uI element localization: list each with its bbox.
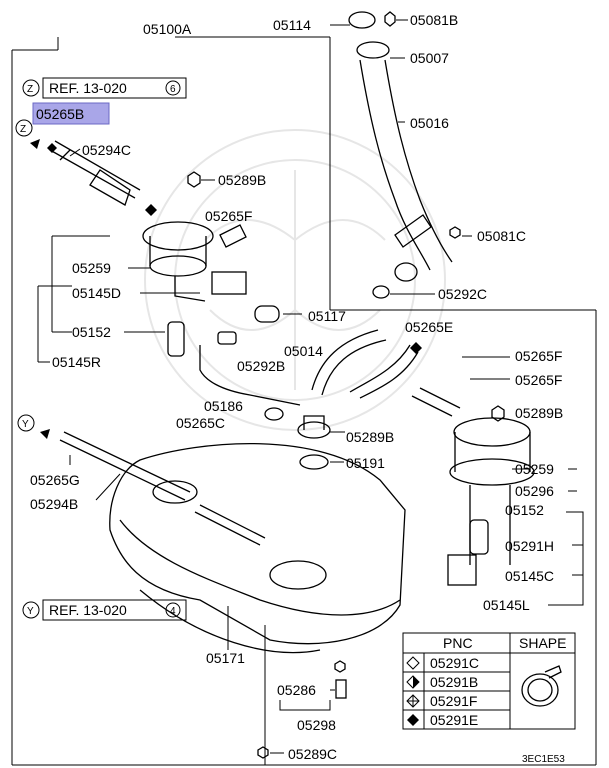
label-05081B: 05081B — [410, 12, 458, 28]
hoses-center — [199, 329, 419, 406]
label-05007: 05007 — [410, 50, 449, 66]
label-05014: 05014 — [284, 343, 323, 359]
label-05171: 05171 — [206, 650, 245, 666]
label-05265B[interactable]: 05265B — [36, 106, 84, 122]
hose-05294B — [59, 431, 191, 501]
label-05289B-top: 05289B — [218, 172, 266, 188]
label-05294B: 05294B — [30, 496, 78, 512]
label-05114: 05114 — [273, 17, 311, 33]
legend-header-shape: SHAPE — [519, 635, 566, 651]
label-05265F-r2: 05265F — [515, 372, 562, 388]
ref-box-top: Z REF. 13-020 6 — [22, 77, 187, 99]
label-05265F-r1: 05265F — [515, 348, 562, 364]
label-05145C: 05145C — [505, 568, 554, 584]
label-05294C: 05294C — [82, 142, 131, 158]
fuel-tank — [109, 442, 406, 654]
legend-row-pnc: 05291F — [430, 693, 477, 709]
figure-code: 3EC1E53 — [522, 754, 565, 765]
nut-icon — [187, 171, 201, 188]
label-05081C: 05081C — [477, 228, 526, 244]
label-05117: 05117 — [308, 308, 346, 324]
label-05265F-top: 05265F — [205, 208, 252, 224]
arrow-z-icon — [30, 139, 40, 149]
label-05265E: 05265E — [405, 319, 453, 335]
label-05289B-right: 05289B — [515, 405, 563, 421]
label-05298: 05298 — [297, 717, 336, 733]
label-05259-left: 05259 — [72, 260, 111, 276]
legend-header-pnc: PNC — [443, 635, 473, 651]
diamond-half-icon — [406, 675, 420, 689]
arrow-y-letter: Y — [22, 419, 29, 430]
legend-row-pnc: 05291B — [430, 674, 478, 690]
assembly-frame — [11, 36, 597, 766]
ref-bottom-text: REF. 13-020 — [49, 602, 127, 618]
watermark-emblem — [144, 129, 446, 431]
legend-table: PNC SHAPE 05291C 05291B 05291F 05291E — [402, 632, 576, 730]
ref-top-letter: Z — [27, 84, 33, 95]
label-05289C: 05289C — [288, 746, 337, 762]
label-05286: 05286 — [277, 682, 316, 698]
diamond-outline-icon — [406, 656, 420, 670]
label-05291H: 05291H — [505, 538, 554, 554]
valve-05117 — [254, 305, 280, 323]
hose-05294C — [47, 140, 157, 216]
label-05296: 05296 — [515, 483, 554, 499]
diamond-filled-icon — [407, 714, 419, 726]
label-05145D: 05145D — [72, 285, 121, 301]
label-05292B: 05292B — [237, 358, 285, 374]
label-05152-left: 05152 — [72, 324, 111, 340]
legend-row-pnc: 05291C — [430, 655, 479, 671]
highlight-box[interactable] — [32, 102, 110, 125]
gauge-unit-right — [411, 387, 535, 586]
ref-bottom-page: 4 — [170, 606, 176, 617]
label-05259-right: 05259 — [515, 461, 554, 477]
clamp-shape-icon — [521, 665, 562, 707]
label-05145R: 05145R — [52, 354, 101, 370]
label-05289B-mid: 05289B — [346, 429, 394, 445]
label-05265G: 05265G — [30, 472, 80, 488]
label-05100A: 05100A — [143, 21, 192, 37]
ref-bottom-letter: Y — [27, 606, 34, 617]
ref-top-page: 6 — [170, 84, 176, 95]
arrow-z-letter: Z — [20, 124, 26, 135]
diamond-cross-icon — [406, 694, 420, 708]
label-05145L: 05145L — [483, 597, 530, 613]
ref-top-text: REF. 13-020 — [49, 80, 127, 96]
arrow-y-icon — [40, 429, 50, 439]
label-05152-right: 05152 — [505, 502, 544, 518]
label-05016: 05016 — [410, 115, 449, 131]
legend-row-pnc: 05291E — [430, 712, 478, 728]
filter-left — [167, 321, 185, 357]
label-05265C: 05265C — [176, 415, 225, 431]
label-05191: 05191 — [346, 455, 385, 471]
label-05186: 05186 — [204, 398, 243, 414]
ref-box-bottom: Y REF. 13-020 4 — [22, 599, 187, 621]
gauge-unit-left — [142, 221, 247, 302]
label-05292C: 05292C — [438, 286, 487, 302]
filler-neck — [348, 11, 453, 299]
